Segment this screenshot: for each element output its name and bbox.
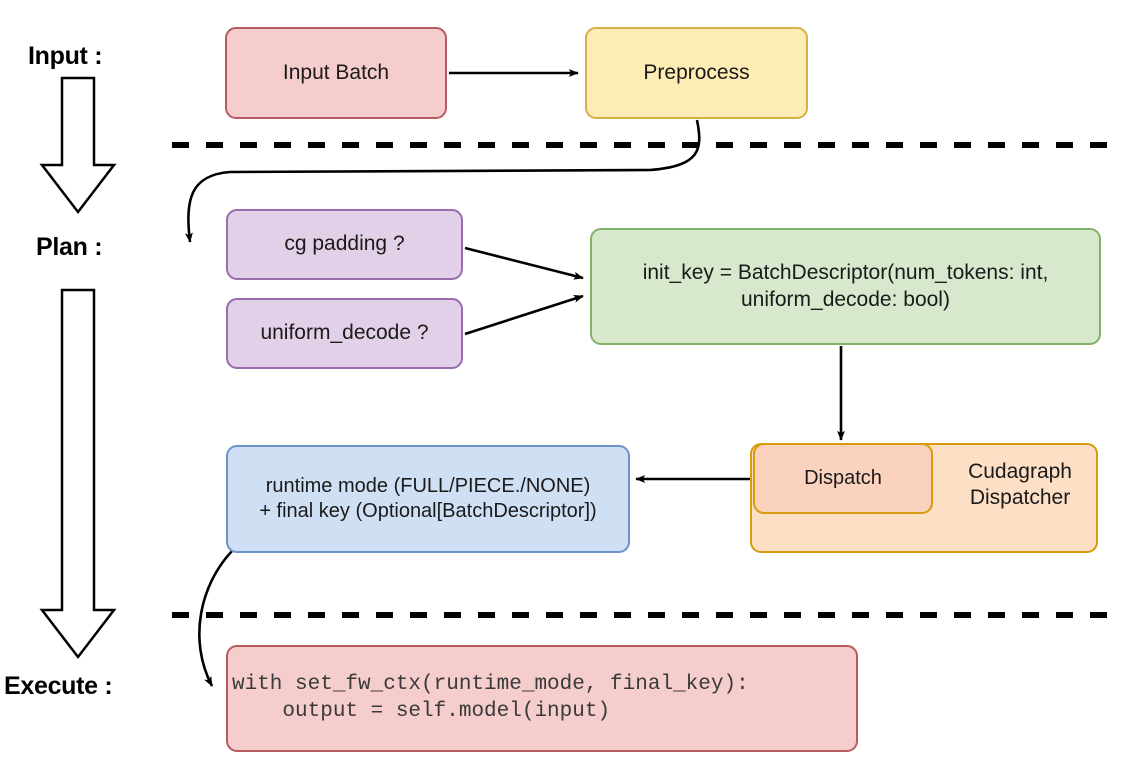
node-dispatch[interactable]: Dispatch [753, 443, 933, 514]
node-init-key-batch-descriptor[interactable]: init_key = BatchDescriptor(num_tokens: i… [590, 228, 1101, 345]
node-dispatch-label: Dispatch [804, 467, 882, 489]
stage-label-execute: Execute : [4, 672, 113, 700]
node-input-batch-label: Input Batch [282, 60, 390, 84]
stage-label-plan: Plan : [36, 233, 103, 261]
input-to-plan-flow-arrow [39, 76, 117, 215]
stage-label-input: Input : [28, 42, 103, 70]
node-cudagraph-dispatcher-label: Cudagraph Dispatcher [968, 460, 1072, 510]
plan-to-execute-flow-arrow [39, 288, 117, 660]
node-uniform-decode[interactable]: uniform_decode ? [226, 298, 463, 369]
node-cg-padding[interactable]: cg padding ? [226, 209, 463, 280]
node-execute-code-label: with set_fw_ctx(runtime_mode, final_key)… [232, 673, 749, 723]
edge-uniform-decode-to-init-key [464, 294, 584, 336]
node-runtime-mode-label: runtime mode (FULL/PIECE./NONE) + final … [259, 475, 597, 522]
node-execute-code-block[interactable]: with set_fw_ctx(runtime_mode, final_key)… [226, 645, 858, 752]
node-cg-padding-label: cg padding ? [284, 232, 405, 256]
node-init-key-label: init_key = BatchDescriptor(num_tokens: i… [642, 261, 1049, 311]
node-uniform-decode-label: uniform_decode ? [260, 321, 429, 345]
node-preprocess-label: Preprocess [643, 60, 750, 84]
edge-cg-padding-to-init-key [464, 246, 584, 280]
node-runtime-mode[interactable]: runtime mode (FULL/PIECE./NONE) + final … [226, 445, 630, 553]
node-input-batch[interactable]: Input Batch [225, 27, 447, 119]
node-preprocess[interactable]: Preprocess [585, 27, 808, 119]
